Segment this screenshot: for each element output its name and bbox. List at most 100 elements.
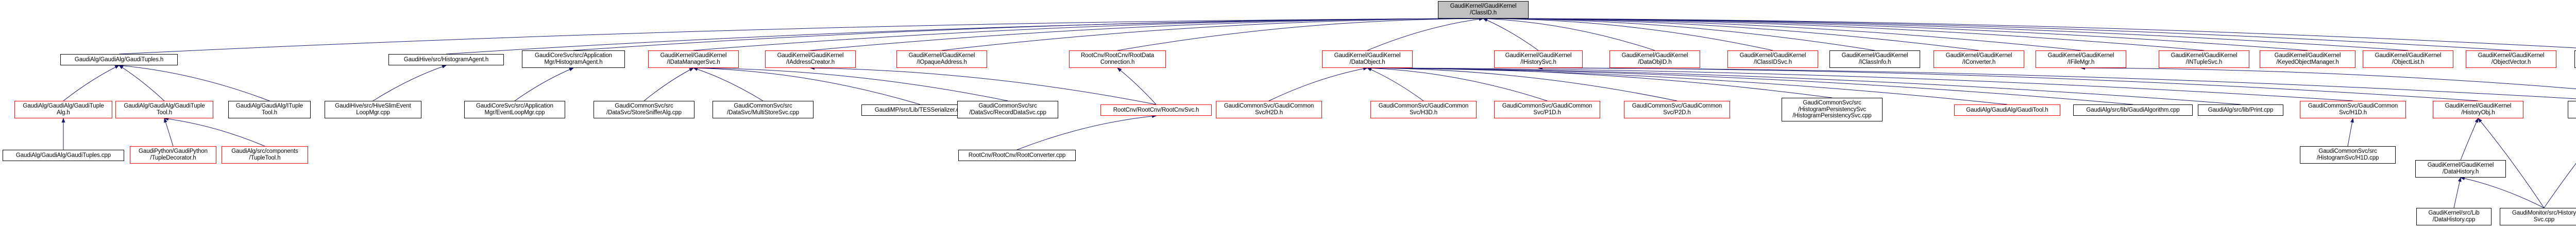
graph-node-label: GaudiCommonSvc/GaudiCommon Svc/H3D.h bbox=[1378, 103, 1469, 116]
graph-node[interactable]: GaudiKernel/GaudiKernel /IFileMgr.h bbox=[2036, 50, 2126, 68]
graph-node-label: GaudiAlg/GaudiAlg/ITuple Tool.h bbox=[235, 103, 303, 116]
graph-edge bbox=[1483, 16, 1773, 51]
graph-edge bbox=[1483, 16, 2081, 51]
graph-node-label: GaudiCommonSvc/src /HistogramPersistency… bbox=[1792, 99, 1872, 119]
graph-node-label: GaudiHive/src/HistogramAgent.h bbox=[403, 56, 489, 63]
graph-node-label: RootCnv/RootCnv/RootData Connection.h bbox=[1080, 52, 1155, 65]
graph-edge bbox=[2347, 118, 2354, 147]
graph-node[interactable]: GaudiCommonSvc/GaudiCommon Svc/P2D.h bbox=[1624, 101, 1730, 118]
graph-node[interactable]: GaudiAlg/GaudiAlg/GaudiTuples.h bbox=[60, 54, 178, 65]
graph-node[interactable]: GaudiKernel/GaudiKernel /HistoryObj.h bbox=[2433, 101, 2523, 118]
graph-node-label: GaudiCoreSvc/src/Application Mgr/Histogr… bbox=[535, 52, 612, 65]
graph-node-label: RootCnv/RootCnv/RootConverter.cpp bbox=[968, 152, 1066, 158]
graph-node[interactable]: GaudiCommonSvc/GaudiCommon Svc/H1D.h bbox=[2300, 101, 2406, 118]
graph-node[interactable]: GaudiAlg/src/components /TupleTool.h bbox=[222, 146, 308, 164]
graph-node[interactable]: GaudiKernel/GaudiKernel /IAddressCreator… bbox=[765, 50, 856, 68]
graph-node-label: GaudiKernel/src/Lib /DataHistory.cpp bbox=[2428, 210, 2480, 223]
graph-node[interactable]: GaudiKernel/GaudiKernel /IHistorySvc.h bbox=[1494, 50, 1583, 68]
graph-edge bbox=[2080, 66, 2576, 90]
graph-node[interactable]: GaudiAlg/GaudiAlg/GaudiTuple Tool.h bbox=[115, 101, 213, 118]
graph-node-label: GaudiAlg/src/lib/Print.cpp bbox=[2208, 107, 2274, 113]
graph-node[interactable]: GaudiAlg/GaudiAlg/ITuple Tool.h bbox=[228, 101, 311, 118]
graph-edge bbox=[810, 66, 1157, 105]
graph-edge bbox=[1367, 67, 1424, 101]
graph-node[interactable]: GaudiKernel/GaudiKernel /IOpaqueAddress.… bbox=[896, 50, 987, 68]
graph-node[interactable]: GaudiCommonSvc/src /DataSvc/MultiStoreSv… bbox=[713, 101, 814, 118]
graph-node[interactable]: GaudiCommonSvc/src /HistogramSvc/H1D.cpp bbox=[2300, 146, 2396, 164]
graph-edge bbox=[164, 118, 174, 147]
graph-node[interactable]: GaudiKernel/GaudiKernel /ObjectList.h bbox=[2363, 50, 2453, 68]
graph-node-label: GaudiKernel/GaudiKernel /ClassID.h bbox=[1450, 3, 1517, 16]
graph-node[interactable]: GaudiAlg/src/lib/Print.cpp bbox=[2198, 104, 2283, 116]
graph-node-root[interactable]: GaudiKernel/GaudiKernel /ClassID.h bbox=[1438, 1, 1529, 19]
graph-node[interactable]: GaudiKernel/GaudiKernel /DataHistory.h bbox=[2415, 160, 2506, 178]
graph-node[interactable]: GaudiPython/GaudiPython /TupleDecorator.… bbox=[130, 146, 216, 164]
graph-edge bbox=[693, 67, 764, 101]
graph-node-label: GaudiCommonSvc/GaudiCommon Svc/H1D.h bbox=[2308, 103, 2398, 116]
graph-node[interactable]: GaudiKernel/GaudiKernel /IClassIDSvc.h bbox=[1727, 50, 1818, 68]
graph-node[interactable]: GaudiCommonSvc/src /DataSvc/StoreSniffer… bbox=[594, 101, 694, 118]
graph-node[interactable]: GaudiKernel/GaudiKernel /DataObjID.h bbox=[1609, 50, 1700, 68]
graph-node[interactable]: RootCnv/RootCnv/RootConverter.cpp bbox=[958, 150, 1076, 161]
graph-edge bbox=[1483, 16, 2576, 48]
graph-node-label: GaudiAlg/GaudiAlg/GaudiTuple Tool.h bbox=[124, 103, 205, 116]
graph-edge bbox=[1483, 16, 2409, 51]
graph-edge bbox=[118, 65, 165, 101]
graph-edge bbox=[1367, 17, 1484, 51]
graph-node[interactable]: GaudiKernel/GaudiKernel /KeyedObjectMana… bbox=[2260, 50, 2355, 68]
graph-edge bbox=[1483, 16, 1979, 51]
graph-node[interactable]: GaudiCoreSvc/src/Application Mgr/Histogr… bbox=[522, 50, 625, 68]
graph-node[interactable]: GaudiKernel/GaudiKernel /IConverter.h bbox=[1934, 50, 2024, 68]
graph-edge bbox=[643, 67, 694, 101]
graph-node-label: GaudiCommonSvc/GaudiCommon Svc/H2D.h bbox=[1224, 103, 1314, 116]
graph-node-label: GaudiKernel/GaudiKernel /IAddressCreator… bbox=[777, 52, 844, 65]
graph-node-label: GaudiKernel/GaudiKernel /DataHistory.h bbox=[2427, 162, 2494, 175]
graph-node[interactable]: GaudiCommonSvc/GaudiCommon Svc/H2D.h bbox=[1216, 101, 1322, 118]
graph-node[interactable]: GaudiMonitor/src/History Svc.h bbox=[2568, 101, 2576, 118]
graph-node[interactable]: GaudiMonitor/src/History Svc.cpp bbox=[2500, 208, 2576, 225]
graph-node-label: GaudiKernel/GaudiKernel /ObjectList.h bbox=[2375, 52, 2442, 65]
graph-node[interactable]: GaudiKernel/src/Lib /DataHistory.cpp bbox=[2416, 208, 2492, 225]
graph-node[interactable]: GaudiCommonSvc/src /DataSvc/RecordDataSv… bbox=[957, 101, 1058, 118]
graph-node-label: GaudiAlg/GaudiAlg/GaudiTuples.cpp bbox=[15, 152, 111, 158]
graph-node[interactable]: GaudiHive/src/HiveSlimEvent LoopMgr.cpp bbox=[325, 101, 421, 118]
graph-edge bbox=[164, 117, 265, 147]
graph-edge bbox=[118, 16, 1484, 55]
graph-node[interactable]: GaudiCommonSvc/src /HistogramPersistency… bbox=[1782, 98, 1883, 121]
graph-edge bbox=[1483, 16, 1655, 51]
graph-node[interactable]: GaudiAlg/GaudiAlg/GaudiTuple Alg.h bbox=[14, 101, 112, 118]
graph-node[interactable]: GaudiAlg/src/lib/GaudiAlgorithm.cpp bbox=[2073, 104, 2193, 116]
graph-node[interactable]: GaudiKernel/GaudiKernel /IClassInfo.h bbox=[1829, 50, 1920, 68]
graph-node[interactable]: RootCnv/RootCnv/RootData Connection.h bbox=[1069, 50, 1166, 68]
graph-node[interactable]: GaudiKernel/GaudiKernel /DataObject.h bbox=[1322, 50, 1413, 68]
graph-edge bbox=[1367, 66, 1833, 98]
graph-edge bbox=[1367, 66, 1677, 101]
graph-edge bbox=[1016, 114, 1157, 150]
graph-node[interactable]: GaudiKernel/GaudiKernel /ObjectVector.h bbox=[2466, 50, 2556, 68]
graph-node-label: GaudiAlg/GaudiAlg/GaudiTuple Alg.h bbox=[23, 103, 104, 116]
graph-node[interactable]: GaudiKernel/GaudiKernel /IDataManagerSvc… bbox=[648, 50, 739, 68]
graph-node-label: GaudiKernel/GaudiKernel /IClassInfo.h bbox=[1841, 52, 1908, 65]
graph-node-label: GaudiKernel/GaudiKernel /HistoryObj.h bbox=[2445, 103, 2512, 116]
graph-node[interactable]: GaudiCommonSvc/GaudiCommon Svc/H3D.h bbox=[1370, 101, 1477, 118]
graph-node[interactable]: GaudiKernel/GaudiKernel /SharedObjectsCo… bbox=[2574, 50, 2576, 68]
graph-node[interactable]: GaudiHive/src/HistogramAgent.h bbox=[388, 54, 504, 65]
graph-node[interactable]: RootCnv/RootCnv/RootCnvSvc.h bbox=[1100, 104, 1212, 116]
graph-node[interactable]: GaudiAlg/GaudiAlg/GaudiTuples.cpp bbox=[3, 150, 124, 161]
graph-node[interactable]: GaudiAlg/GaudiAlg/GaudiTool.h bbox=[1954, 104, 2060, 116]
graph-node-label: GaudiKernel/GaudiKernel /IClassIDSvc.h bbox=[1739, 52, 1806, 65]
graph-edge bbox=[693, 66, 921, 105]
graph-node[interactable]: GaudiCoreSvc/src/Application Mgr/EventLo… bbox=[464, 101, 565, 118]
graph-edge bbox=[1483, 18, 1539, 51]
graph-node[interactable]: GaudiKernel/GaudiKernel /INTupleSvc.h bbox=[2159, 50, 2249, 68]
graph-node[interactable]: GaudiCommonSvc/GaudiCommon Svc/P1D.h bbox=[1494, 101, 1600, 118]
graph-node-label: GaudiCommonSvc/src /DataSvc/RecordDataSv… bbox=[969, 103, 1046, 116]
graph-node-label: GaudiKernel/GaudiKernel /IConverter.h bbox=[1945, 52, 2012, 65]
graph-node-label: GaudiMonitor/src/History Svc.cpp bbox=[2512, 210, 2576, 223]
graph-node-label: GaudiCommonSvc/src /DataSvc/StoreSniffer… bbox=[606, 103, 682, 116]
graph-edge bbox=[514, 67, 574, 101]
graph-edge bbox=[2453, 177, 2462, 208]
graph-edge bbox=[941, 16, 1484, 51]
graph-edge bbox=[118, 64, 270, 101]
